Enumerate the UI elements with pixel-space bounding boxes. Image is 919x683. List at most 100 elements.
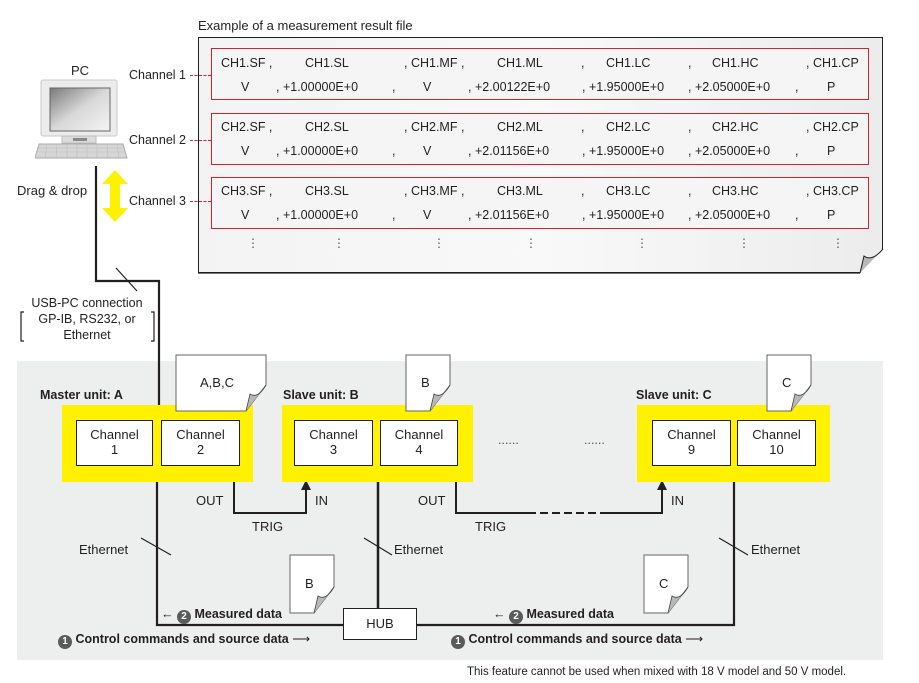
record-header-cell: CH1.LC [606,56,651,70]
record-value-cell: V [423,144,432,158]
record-value-cell: P [827,208,836,222]
record-header-cell: CH1.SL [305,56,349,70]
footnote: This feature cannot be used when mixed w… [467,666,847,678]
record-channel-2 [211,113,869,165]
step-1-badge: 1 [451,635,465,649]
record-header-cell: CH2.LC [606,120,651,134]
trig-label: TRIG [475,519,507,534]
record-header-cell: CH3.LC [606,184,651,198]
control-commands-label-right: 1 Control commands and source data ⟶ [451,631,703,649]
channel-box-number: 3 [329,442,338,457]
record-header-cell: CH2.SL [305,120,349,134]
arrow-right-icon: ⟶ [292,632,311,646]
record-value-cell: V [241,80,250,94]
trig-in-label-b: IN [315,493,328,508]
connection-line-2: GP-IB, RS232, or [38,312,136,326]
record-header-cell: , CH2.CP [806,120,859,134]
record-header-cell: CH2.SF , [221,120,273,134]
record-value-cell: , [795,208,799,222]
record-value-cell: V [241,208,250,222]
arrow-right-icon: ⟶ [685,632,704,646]
record-value-cell: , +2.05000E+0 [688,208,771,222]
record-header-cell: CH3.HC [712,184,759,198]
file-note-c: C [766,354,812,412]
record-value-cell: , +1.00000E+0 [276,208,359,222]
measured-data-text: Measured data [194,607,282,621]
channel-box-label: Channel [176,427,225,442]
ethernet-label-c: Ethernet [751,542,801,557]
file-note-label: B [421,375,430,390]
record-value-cell: , [795,144,799,158]
file-note-icon [175,354,267,412]
channel-3-connector [190,201,211,202]
record-value-cell: , +1.00000E+0 [276,144,359,158]
channel-box-2: Channel 2 [161,420,240,466]
ethernet-label-b: Ethernet [394,542,444,557]
record-header-cell: , [688,120,692,134]
connection-brackets [20,311,155,342]
measured-data-text: Measured data [526,607,614,621]
double-arrow-icon [102,170,128,222]
channel-3-label: Channel 3 [129,194,186,208]
channel-1-label: Channel 1 [129,68,186,82]
master-unit-title: Master unit: A [40,388,123,402]
channel-box-number: 9 [687,442,696,457]
ellipsis: ...... [584,433,605,447]
record-value-cell: P [827,144,836,158]
record-header-cell: CH1.HC [712,56,759,70]
control-commands-text: Control commands and source data [75,632,289,646]
pc-label: PC [71,63,90,78]
pc-connection-label: USB-PC connection GP-IB, RS232, or Ether… [20,295,154,343]
record-header-cell: , CH1.CP [806,56,859,70]
record-header-cell: , CH1.MF , [404,56,465,70]
slave-unit-b-title: Slave unit: B [283,388,359,402]
trig-label: TRIG [252,519,284,534]
channel-2-label: Channel 2 [129,133,186,147]
record-channel-3 [211,177,869,229]
trig-out-label-b: OUT [418,493,446,508]
channel-box-number: 4 [415,442,423,457]
record-header-cell: CH1.SF , [221,56,273,70]
file-note-icon [766,354,812,412]
file-note-label: A,B,C [200,375,234,390]
channel-box-label: Channel [394,427,444,442]
channel-1-connector [190,75,211,76]
control-commands-label-left: 1 Control commands and source data ⟶ [58,631,310,649]
channel-box-10: Channel 10 [737,420,816,466]
connection-line-1: USB-PC connection [31,296,143,310]
step-2-badge: 2 [508,610,523,624]
file-note-label: B [305,576,314,591]
record-value-cell: , +1.95000E+0 [582,208,665,222]
channel-box-number: 2 [196,442,205,457]
file-note-b: B [405,354,451,412]
record-header-cell: , [688,184,692,198]
record-header-cell: CH3.SL [305,184,349,198]
channel-box-label: Channel [309,427,358,442]
ellipsis: ...... [498,433,519,447]
file-note-icon [405,354,451,412]
channel-box-label: Channel [752,427,801,442]
file-note-label: C [782,375,792,390]
step-2-badge: 2 [176,610,191,624]
network-hub: HUB [343,608,417,640]
channel-box-1: Channel 1 [76,420,153,466]
measured-data-label-left: ← 2 Measured data [161,607,282,624]
slave-unit-c-title: Slave unit: C [636,388,712,402]
record-value-cell: , +1.95000E+0 [582,80,665,94]
record-value-cell: , +1.00000E+0 [276,80,359,94]
channel-box-label: Channel [90,427,139,442]
record-channel-1 [211,48,869,100]
ethernet-label-a: Ethernet [79,542,129,557]
record-header-cell: , [581,184,585,198]
file-note-icon [643,554,689,614]
record-header-cell: CH2.HC [712,120,759,134]
channel-box-label: Channel [667,427,716,442]
trig-in-label-c: IN [671,493,684,508]
channel-box-number: 10 [769,442,784,457]
connection-line-3: Ethernet [63,328,111,342]
measured-data-note-c: C [643,554,689,614]
drag-drop-label: Drag & drop [17,183,88,198]
step-1-badge: 1 [58,635,72,649]
record-header-cell: CH3.ML [497,184,543,198]
